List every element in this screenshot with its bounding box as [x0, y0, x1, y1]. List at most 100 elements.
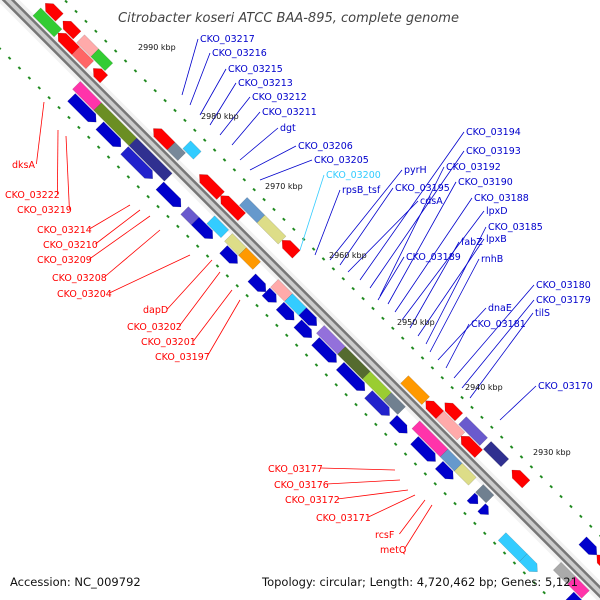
- leader-line: [259, 159, 313, 181]
- forward-gene-label: CKO_03189: [406, 252, 461, 263]
- tick-mark: [133, 69, 138, 73]
- tick-mark: [403, 452, 408, 456]
- tick-mark: [381, 316, 385, 321]
- tick-mark: [463, 511, 467, 516]
- forward-feature: [497, 532, 528, 562]
- reverse-feature: [578, 536, 598, 556]
- tick-mark: [324, 373, 329, 377]
- tick-mark: [64, 0, 68, 4]
- reverse-gene-label: rcsF: [375, 530, 394, 541]
- reverse-feature: [166, 141, 186, 161]
- reverse-gene-label: CKO_03171: [316, 513, 371, 524]
- leader-line: [109, 254, 191, 294]
- forward-gene-label: CKO_03217: [200, 34, 255, 45]
- forward-feature: [477, 503, 489, 515]
- tick-mark: [235, 284, 240, 288]
- tick-mark: [113, 49, 118, 53]
- tick-mark: [450, 385, 454, 390]
- leader-line: [499, 385, 537, 421]
- tick-mark: [163, 98, 167, 103]
- forward-gene-label: CKO_03206: [298, 141, 353, 152]
- tick-mark: [0, 47, 2, 50]
- forward-feature: [219, 245, 238, 264]
- leader-line: [437, 307, 487, 361]
- reverse-feature: [400, 375, 430, 405]
- reverse-feature: [444, 402, 464, 422]
- tick-mark: [440, 375, 445, 380]
- leader-line: [249, 145, 297, 171]
- leader-line: [339, 187, 394, 266]
- feature-layer: [32, 3, 600, 600]
- leader-line: [239, 127, 279, 161]
- tick-mark: [57, 105, 61, 110]
- tick-mark: [195, 244, 200, 248]
- reverse-feature: [256, 214, 287, 245]
- tick-mark: [106, 155, 111, 159]
- tick-mark: [420, 356, 425, 360]
- tick-mark: [509, 445, 514, 449]
- tick-mark: [272, 207, 276, 212]
- forward-gene-label: CKO_03194: [466, 127, 521, 138]
- tick-mark: [482, 531, 487, 536]
- tick-mark: [215, 264, 220, 268]
- leader-line: [329, 169, 403, 261]
- tick-mark: [193, 128, 197, 133]
- forward-feature: [95, 121, 122, 148]
- reverse-gene-label: dapD: [143, 305, 168, 316]
- tick-mark: [341, 276, 346, 281]
- tick-mark: [153, 88, 157, 93]
- reverse-feature: [90, 48, 114, 72]
- tick-mark: [156, 204, 160, 209]
- leader-line: [404, 504, 433, 550]
- forward-feature: [466, 492, 479, 505]
- forward-feature: [238, 247, 261, 270]
- forward-gene-label: fabZ: [461, 237, 483, 248]
- leader-line: [181, 38, 199, 96]
- tick-mark: [490, 425, 494, 430]
- tick-mark: [185, 234, 190, 239]
- tick-mark: [354, 402, 358, 407]
- kbp-labels: 2990 kbp 2980 kbp 2970 kbp 2960 kbp 2950…: [138, 43, 571, 457]
- tick-mark: [433, 482, 438, 486]
- tick-mark: [361, 296, 365, 301]
- reverse-gene-label: CKO_03201: [141, 337, 196, 348]
- tick-mark: [470, 405, 474, 410]
- tick-mark: [84, 19, 88, 24]
- leader-line: [189, 52, 211, 106]
- tick-mark: [473, 521, 477, 526]
- forward-gene-label: CKO_03193: [466, 146, 521, 157]
- leader-line: [377, 256, 405, 301]
- tick-mark: [588, 524, 593, 529]
- reverse-gene-label: CKO_03177: [268, 464, 323, 475]
- leader-line: [387, 181, 457, 305]
- forward-gene-label: dgt: [280, 123, 296, 134]
- tick-mark: [430, 366, 435, 370]
- kbp-label-2950: 2950 kbp: [397, 318, 435, 327]
- tick-mark: [116, 165, 121, 169]
- tick-mark: [351, 286, 355, 291]
- tick-mark: [393, 442, 398, 446]
- tick-mark: [282, 217, 286, 222]
- forward-feature: [364, 390, 390, 416]
- forward-gene-label: CKO_03213: [238, 78, 293, 89]
- reverse-feature: [62, 20, 82, 40]
- leader-line: [453, 284, 535, 379]
- reverse-gene-label: CKO_03172: [285, 495, 340, 506]
- tick-mark: [311, 247, 316, 251]
- reverse-feature: [71, 46, 95, 70]
- leader-line: [207, 299, 241, 357]
- forward-gene-label: CKO_03181: [471, 319, 526, 330]
- forward-gene-label: rnhB: [481, 254, 503, 265]
- forward-feature: [128, 137, 173, 182]
- leader-line: [326, 479, 401, 485]
- leader-line: [379, 166, 445, 297]
- forward-gene-label: cdsA: [420, 196, 443, 207]
- forward-gene-label: CKO_03211: [262, 107, 317, 118]
- leader-line: [199, 68, 227, 116]
- leader-line: [369, 150, 465, 289]
- forward-gene-label: CKO_03205: [314, 155, 369, 166]
- forward-feature: [206, 215, 230, 239]
- forward-feature: [565, 591, 583, 600]
